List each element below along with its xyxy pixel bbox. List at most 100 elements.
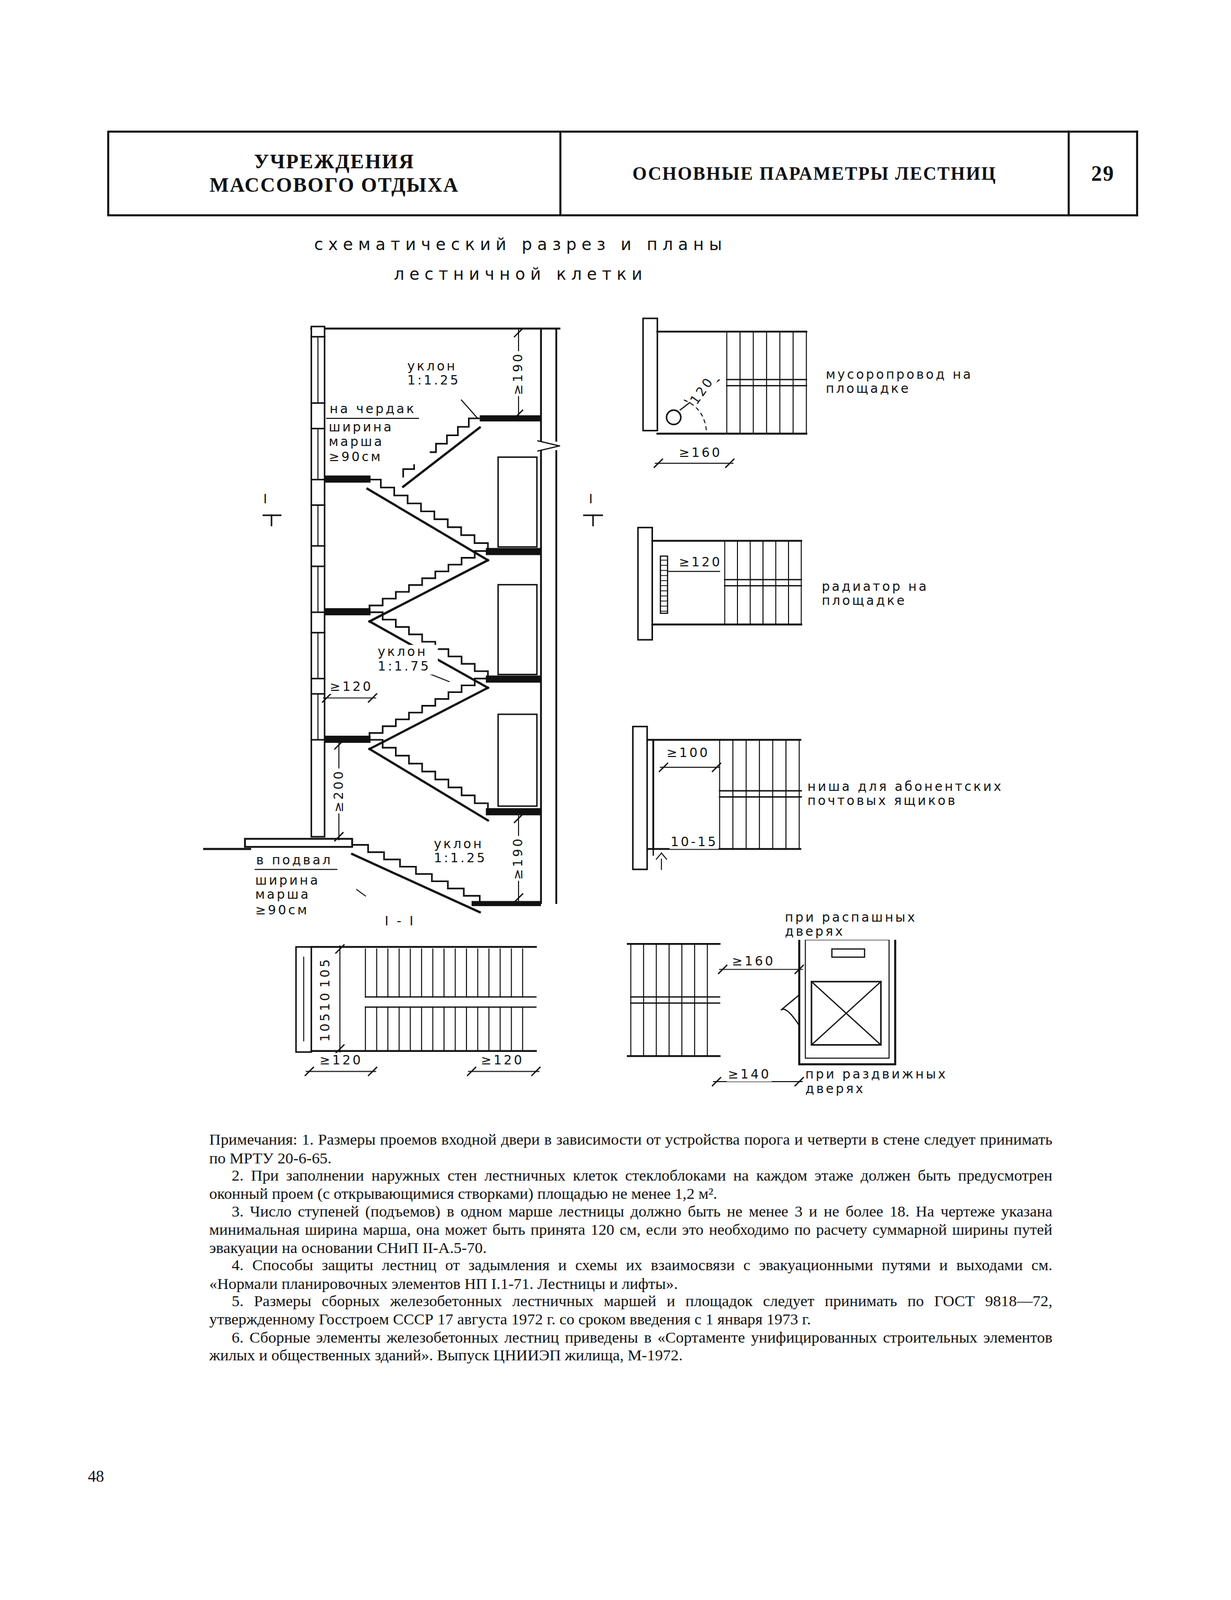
leader-line (461, 400, 478, 419)
dimension-line (339, 946, 341, 1053)
stair-steps (369, 740, 488, 812)
flight-label: на чердак (328, 402, 418, 417)
plan-wall (652, 539, 802, 543)
outer-wall (637, 527, 652, 640)
dimension-tick (334, 741, 343, 750)
stair-tread (499, 949, 501, 997)
dimension-line (719, 969, 803, 971)
slope-label: уклон 1:1.25 (432, 836, 495, 867)
cut-mark (592, 515, 594, 526)
stair-tread (800, 542, 802, 624)
dimension-text: ≥200 (331, 768, 347, 814)
door-swing (780, 995, 799, 1027)
dimension-tick (712, 1077, 721, 1087)
dimension-arrow (656, 853, 662, 860)
stair-tread (775, 542, 777, 624)
window-glass (317, 428, 319, 480)
stair-tread (749, 542, 752, 624)
lift-car (811, 981, 881, 1045)
dimension-tick (795, 1077, 804, 1087)
stair-tread (364, 949, 366, 997)
landing (324, 608, 371, 616)
dimension-text: ≥160 (677, 446, 723, 461)
stair-slab (369, 621, 488, 688)
plan-wall (657, 433, 807, 436)
dimension-line (668, 571, 720, 573)
dimension-tick (322, 694, 331, 703)
lift-shaft (799, 933, 896, 1065)
plan-wall (628, 1055, 720, 1058)
stair-tread (719, 741, 721, 849)
ground-line (204, 848, 251, 851)
dimension-text: 105 (318, 1010, 334, 1043)
dimension-text: ≥160 (730, 954, 777, 969)
stair-tread (432, 1007, 434, 1051)
dimension-line (660, 767, 720, 769)
dimension-tick (514, 410, 523, 419)
stair-slab (369, 749, 488, 821)
window-glass (317, 336, 319, 403)
window-glass (317, 566, 319, 613)
stair-tread (510, 1007, 512, 1051)
dimension-tick (795, 965, 804, 975)
lift-car-cross (811, 981, 881, 1045)
stair-tread (465, 1007, 467, 1051)
plan-wall (311, 1050, 536, 1053)
dimension-arrow (660, 859, 662, 870)
stair-tread (668, 945, 670, 1056)
stair-slab (367, 488, 488, 561)
dimension-text: ≥120 (318, 1053, 364, 1068)
note-text: 4. Способы защиты лестниц от задымления … (209, 1256, 1053, 1293)
outer-wall (632, 726, 647, 870)
dimension-text: ≥140 (726, 1067, 772, 1083)
outer-wall (296, 947, 312, 1053)
break-line (537, 440, 560, 447)
stair-tread (376, 949, 378, 997)
note-text: 2. При заполнении наружных стен лестничн… (209, 1166, 1053, 1203)
dimension-text: 105 (318, 956, 334, 989)
stair-edge (630, 996, 720, 999)
plan-caption: при раздвижных дверях (804, 1067, 970, 1098)
note-text: Примечания: 1. Размеры проемов входной д… (209, 1130, 1053, 1167)
flight-label: в подвал (255, 853, 334, 868)
radiator-fin (660, 600, 668, 602)
leader-line (255, 869, 338, 871)
radiator-fin (660, 564, 668, 566)
dimension-tick (334, 832, 343, 842)
cut-mark (271, 515, 273, 526)
note-text: 5. Размеры сборных железобетонных лестни… (209, 1292, 1053, 1329)
stair-tread (443, 1007, 445, 1051)
stair-edge (719, 790, 802, 793)
dimension-tick (514, 814, 523, 823)
stair-tread (421, 949, 423, 997)
stair-steps (369, 678, 488, 741)
stair-tread (443, 949, 445, 997)
stair-tread (779, 332, 781, 433)
stair-tread (739, 332, 741, 433)
section-title: I - I (383, 914, 416, 930)
stair-tread (398, 949, 400, 997)
stair-tread (477, 949, 479, 997)
plan-caption: радиатор на площадке (820, 579, 977, 609)
radiator-fin (660, 580, 668, 582)
dimension-line (468, 1071, 539, 1073)
dimension-line (655, 462, 733, 464)
stair-tread (805, 332, 807, 433)
dimension-tick (305, 1067, 314, 1077)
dimension-text: 10 (318, 990, 334, 1013)
stair-tread (681, 945, 683, 1056)
window-glass (317, 694, 319, 741)
stair-steps (369, 551, 488, 613)
radiator-fin (660, 585, 668, 587)
stair-slab (369, 560, 488, 622)
drawing-title: схематический разрез и планы лестничной … (296, 230, 746, 290)
stair-tread (364, 1007, 366, 1051)
radiator-fin (660, 610, 668, 612)
stair-tread (465, 949, 467, 997)
plan-wall (628, 943, 720, 946)
stair-slab (369, 687, 488, 750)
dimension-text: ≥190 (511, 350, 526, 397)
section-mark: I (587, 491, 596, 507)
stair-tread (762, 542, 764, 624)
